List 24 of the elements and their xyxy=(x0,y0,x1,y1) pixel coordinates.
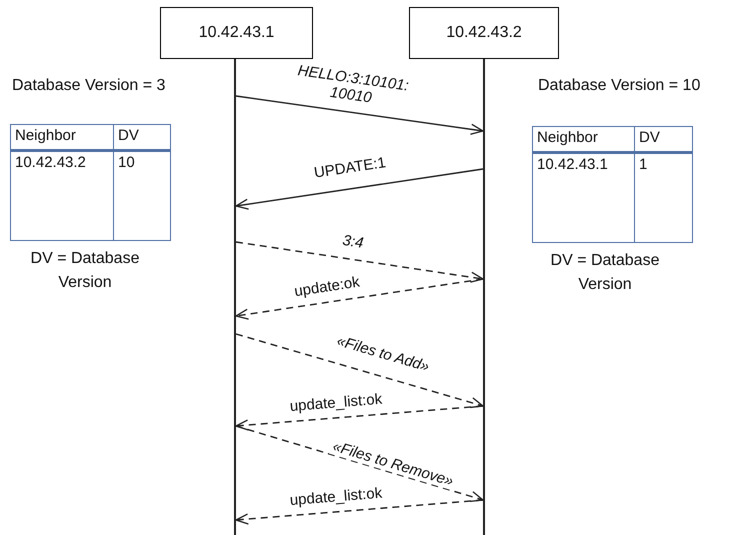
dashed-message-arrow xyxy=(235,499,484,525)
table-cell-text: 1 xyxy=(638,155,648,175)
table-cell-text: 10 xyxy=(117,153,136,173)
table-cell: 10.42.43.1 xyxy=(533,154,635,242)
table-header-cell: Neighbor xyxy=(11,125,114,152)
message-arrow xyxy=(236,95,484,135)
annotation-text: Database Version = 10 xyxy=(538,76,700,96)
table-header-cell: DV xyxy=(114,125,170,152)
host-box: 10.42.43.2 xyxy=(409,7,559,59)
lifeline xyxy=(483,59,485,535)
host-box: 10.42.43.1 xyxy=(160,7,313,59)
annotation-text: DV = Database Version xyxy=(30,249,140,293)
dashed-message-arrow xyxy=(236,333,484,408)
table-cell: 10.42.43.2 xyxy=(11,152,114,240)
message-arrow xyxy=(235,168,484,210)
lifeline xyxy=(234,59,236,535)
dashed-message-arrow xyxy=(235,405,484,431)
table-header-cell: Neighbor xyxy=(533,127,635,154)
dashed-message-arrow xyxy=(236,241,484,283)
dashed-message-arrow xyxy=(235,278,484,320)
table-header-cell: DV xyxy=(635,127,692,154)
annotation-text: DV = Database Version xyxy=(550,251,660,295)
annotation-text: Database Version = 3 xyxy=(12,76,166,96)
dashed-message-arrow xyxy=(236,425,484,502)
